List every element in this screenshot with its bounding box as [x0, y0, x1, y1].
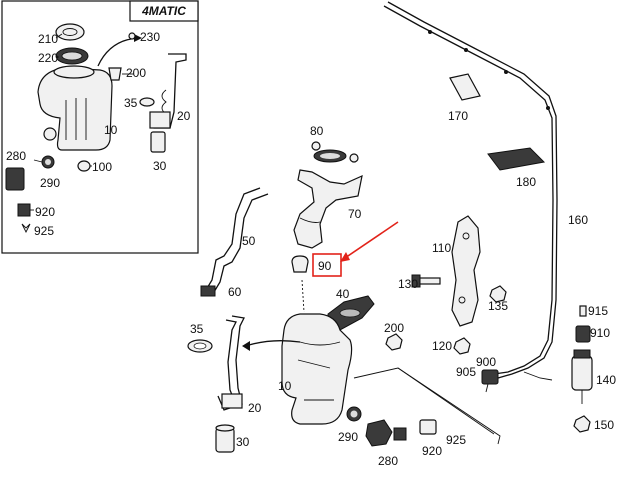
label-220: 220 [38, 51, 58, 65]
label-290-main: 290 [338, 430, 358, 444]
mounting-bracket-110 [451, 215, 481, 327]
main-reservoir-tank [281, 313, 353, 425]
main-diagram [187, 1, 593, 453]
label-905: 905 [456, 365, 476, 379]
label-290-inset: 290 [40, 176, 60, 190]
washer-icon [139, 97, 155, 107]
label-20-inset: 20 [177, 109, 191, 123]
seal-ring-icon [77, 160, 91, 172]
label-120: 120 [432, 339, 452, 353]
filler-cap-icon [55, 23, 85, 41]
label-180: 180 [516, 175, 536, 189]
highlight-box [312, 253, 342, 277]
part-170 [449, 73, 481, 101]
level-sensor-icon [5, 167, 25, 191]
label-925-inset: 925 [34, 224, 54, 238]
nut-120-icon [453, 337, 471, 355]
label-200-inset: 200 [126, 66, 146, 80]
label-40: 40 [336, 287, 350, 301]
inset-badge: 4MATIC [141, 4, 186, 18]
nut-135-icon [489, 285, 507, 303]
grommet-90-icon [291, 255, 309, 273]
connector-icon [17, 203, 31, 217]
label-920-main: 920 [422, 444, 442, 458]
label-280-main: 280 [378, 454, 398, 468]
label-925-main: 925 [446, 433, 466, 447]
label-30-main: 30 [236, 435, 250, 449]
label-90: 90 [318, 259, 332, 273]
label-160: 160 [568, 213, 588, 227]
pump-bracket [217, 315, 245, 411]
clip-icon [21, 223, 31, 234]
label-130: 130 [398, 277, 418, 291]
connector-920-main-icon [419, 419, 437, 435]
label-30-inset: 30 [153, 159, 167, 173]
highlight-callout: 90 [312, 221, 399, 277]
label-900: 900 [476, 355, 496, 369]
filter-icon [150, 131, 166, 153]
label-170: 170 [448, 109, 468, 123]
label-910: 910 [590, 326, 610, 340]
fill-hose [205, 187, 261, 291]
level-sensor-280-icon [365, 419, 393, 447]
inset-panel: 4MATIC [1, 0, 199, 254]
label-140: 140 [596, 373, 616, 387]
label-60: 60 [228, 285, 242, 299]
washer-pump-140 [571, 355, 593, 391]
label-35-inset: 35 [124, 96, 138, 110]
plug-icon [108, 67, 122, 81]
label-50: 50 [242, 234, 256, 248]
label-200-main: 200 [384, 321, 404, 335]
grommet-icon [128, 32, 136, 40]
label-100: 100 [92, 160, 112, 174]
nut-150-icon [573, 415, 591, 433]
bolt-130-icon [417, 277, 441, 285]
label-920-inset: 920 [35, 205, 55, 219]
highlight-arrow [341, 221, 399, 261]
label-150: 150 [594, 418, 614, 432]
connector-910-icon [575, 325, 591, 343]
label-280-inset: 280 [6, 149, 26, 163]
label-210: 210 [38, 32, 58, 46]
label-10-inset: 10 [104, 123, 118, 137]
label-35-main: 35 [190, 322, 204, 336]
label-110: 110 [432, 241, 451, 255]
label-20-main: 20 [248, 401, 262, 415]
label-915: 915 [588, 304, 608, 318]
label-70: 70 [348, 207, 362, 221]
connector-900-icon [481, 369, 499, 385]
hose-clip-icon [200, 285, 216, 297]
label-10-main: 10 [278, 379, 292, 393]
filler-neck [293, 169, 363, 249]
label-80: 80 [310, 124, 324, 138]
plug-200-main-icon [385, 333, 403, 351]
part-180 [487, 147, 546, 171]
label-230: 230 [140, 30, 160, 44]
clip-915-icon [579, 305, 587, 317]
label-135: 135 [488, 299, 508, 313]
washer-hose-160 [383, 5, 554, 377]
